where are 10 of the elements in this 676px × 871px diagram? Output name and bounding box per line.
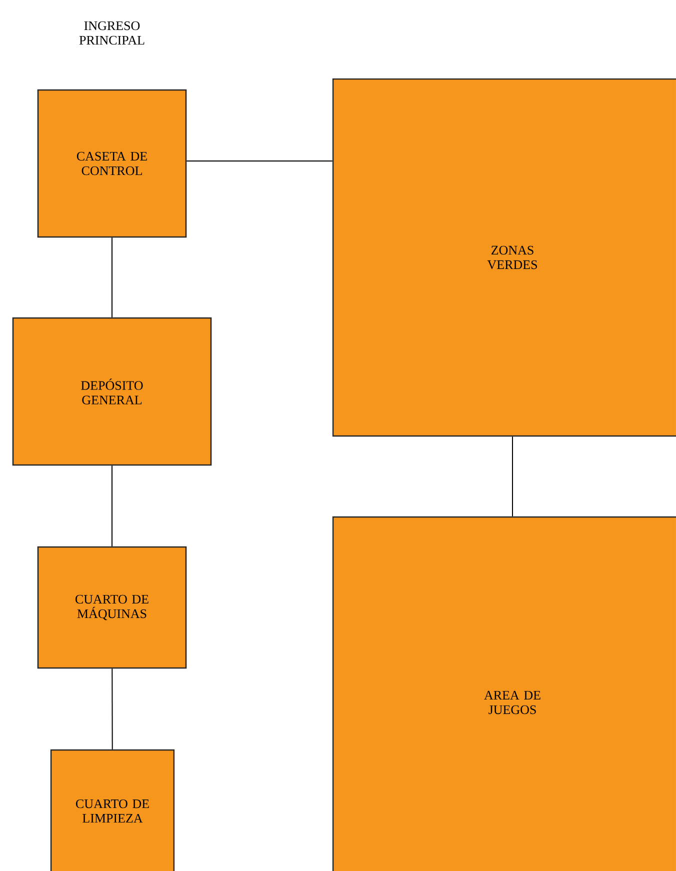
room-box: CUARTO DE LIMPIEZA <box>50 749 175 871</box>
room-box: ZONAS VERDES <box>332 78 676 437</box>
room-box: CASETA DE CONTROL <box>37 89 187 238</box>
heading-label: INGRESO PRINCIPAL <box>79 21 144 45</box>
connector-line <box>512 436 513 517</box>
room-box: AREA DE JUEGOS <box>332 516 676 871</box>
connector-line <box>186 160 333 162</box>
room-box: DEPÓSITO GENERAL <box>12 317 212 466</box>
connector-line <box>112 668 113 750</box>
room-box: CUARTO DE MÁQUINAS <box>37 546 187 669</box>
